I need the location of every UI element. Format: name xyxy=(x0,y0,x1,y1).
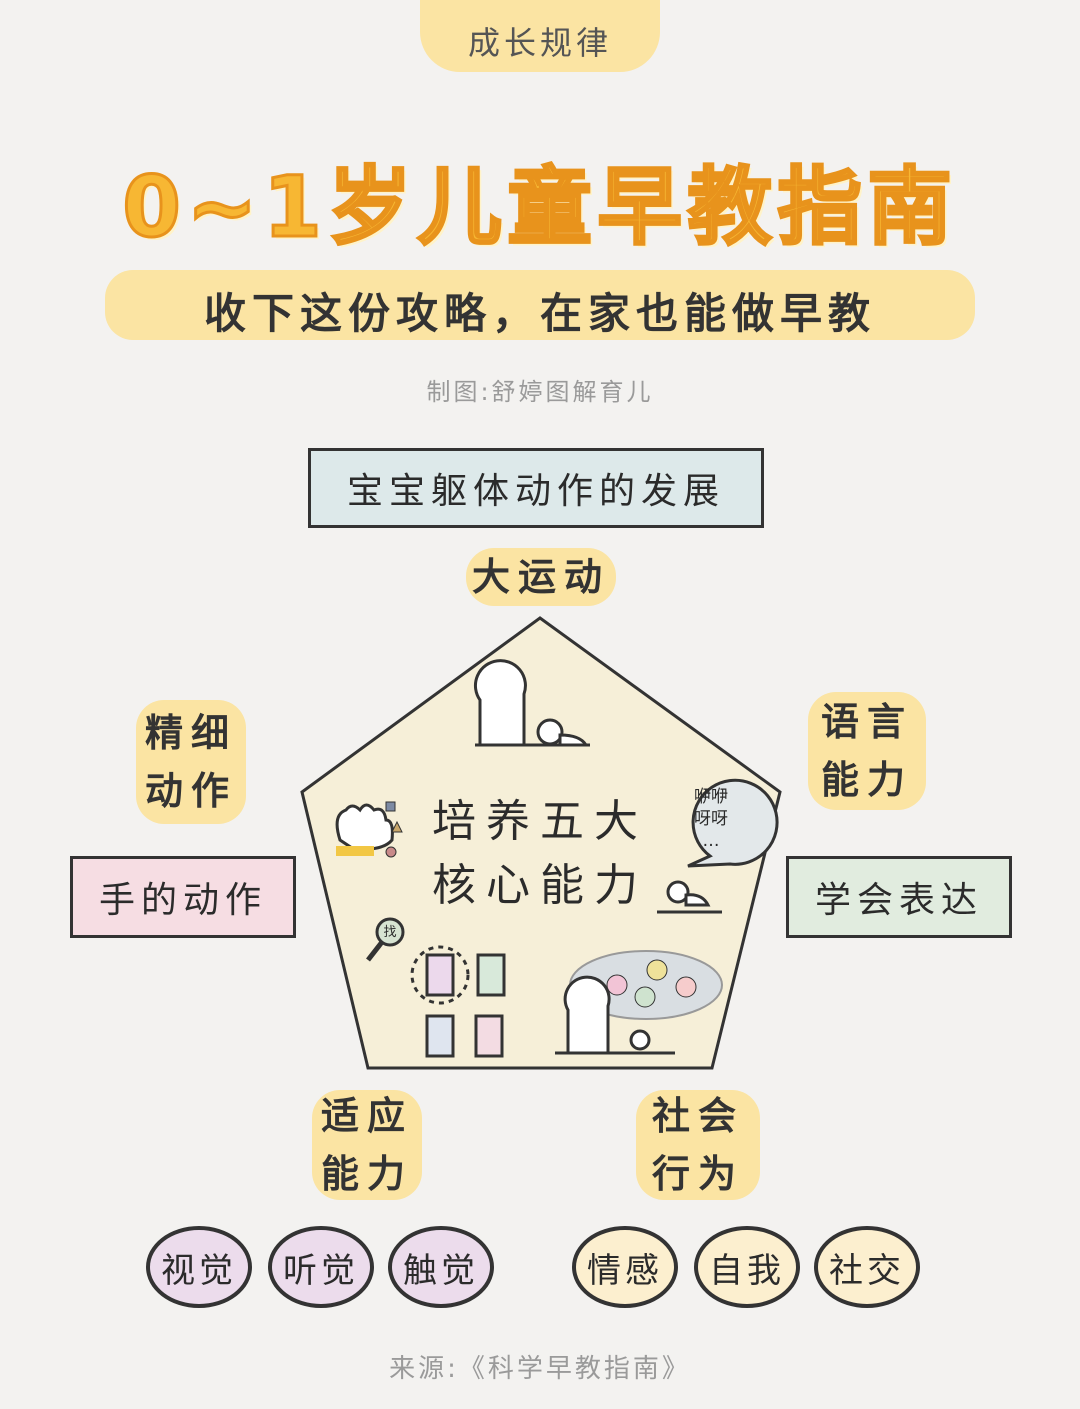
language-line1: 语言 xyxy=(820,700,913,744)
smile-face-icon xyxy=(675,976,697,998)
hand-illustration xyxy=(335,801,403,858)
picture-cards xyxy=(410,945,506,1058)
top-box-body-movement: 宝宝躯体动作的发展 xyxy=(308,448,764,528)
parent-baby-illustration-top xyxy=(473,659,590,747)
pill-touch: 触觉 xyxy=(388,1226,494,1308)
social-line2: 行为 xyxy=(651,1152,744,1196)
card-animal xyxy=(425,953,455,997)
social-line1: 社会 xyxy=(651,1094,744,1138)
card-flower xyxy=(425,1014,455,1058)
credit-text: 制图:舒婷图解育儿 xyxy=(426,378,654,406)
page-title: 0~1岁儿童早教指南 xyxy=(121,157,958,258)
gross-motor-text: 大运动 xyxy=(471,555,610,599)
fine-motor-line1: 精细 xyxy=(144,711,237,755)
label-language: 语言 能力 xyxy=(808,692,926,810)
speech-bubble xyxy=(687,778,779,868)
angry-face-icon xyxy=(634,986,656,1008)
triangle-shape-icon xyxy=(391,820,403,833)
label-social: 社会 行为 xyxy=(636,1090,760,1200)
center-title-line1: 培养五大 xyxy=(432,796,648,847)
fine-motor-line2: 动作 xyxy=(144,769,237,813)
speech-line1: 咿咿 xyxy=(694,787,728,807)
selection-ring xyxy=(410,945,470,1005)
pill-social: 社交 xyxy=(814,1226,920,1308)
subtitle-highlight xyxy=(105,270,975,340)
language-line2: 能力 xyxy=(820,758,913,802)
magnifier-text: 找 xyxy=(383,925,397,940)
emotion-cloud-illustration xyxy=(555,950,723,1055)
pill-vision: 视觉 xyxy=(146,1226,252,1308)
card-fruit xyxy=(476,953,506,997)
speech-line2: 呀呀 xyxy=(694,809,728,829)
center-title-line2: 核心能力 xyxy=(432,860,648,911)
category-tag: 成长规律 xyxy=(467,24,612,62)
label-fine-motor: 精细 动作 xyxy=(136,700,246,824)
label-adaptive: 适应 能力 xyxy=(312,1090,422,1200)
card-cup xyxy=(474,1014,504,1058)
magnifier-icon xyxy=(366,917,405,962)
speech-line3: … xyxy=(702,831,720,851)
left-box-hand-movement: 手的动作 xyxy=(70,856,296,938)
right-box-express: 学会表达 xyxy=(786,856,1012,938)
center-title: 培养五大 核心能力 xyxy=(420,790,660,918)
pill-hearing: 听觉 xyxy=(268,1226,374,1308)
speech-bubble-text: 咿咿 呀呀 … xyxy=(680,786,742,852)
pill-self: 自我 xyxy=(694,1226,800,1308)
page-subtitle: 收下这份攻略，在家也能做早教 xyxy=(203,289,876,338)
pill-emotion: 情感 xyxy=(572,1226,678,1308)
happy-face-icon xyxy=(606,974,628,996)
square-shape-icon xyxy=(385,801,396,812)
source-text: 来源:《科学早教指南》 xyxy=(389,1354,691,1384)
crawling-baby-illustration xyxy=(657,880,722,914)
label-gross-motor: 大运动 xyxy=(466,548,616,606)
tag-highlight xyxy=(420,0,660,72)
adaptive-line2: 能力 xyxy=(320,1152,413,1196)
adaptive-line1: 适应 xyxy=(320,1094,413,1138)
circle-shape-icon xyxy=(385,846,397,858)
sad-face-icon xyxy=(646,959,668,981)
